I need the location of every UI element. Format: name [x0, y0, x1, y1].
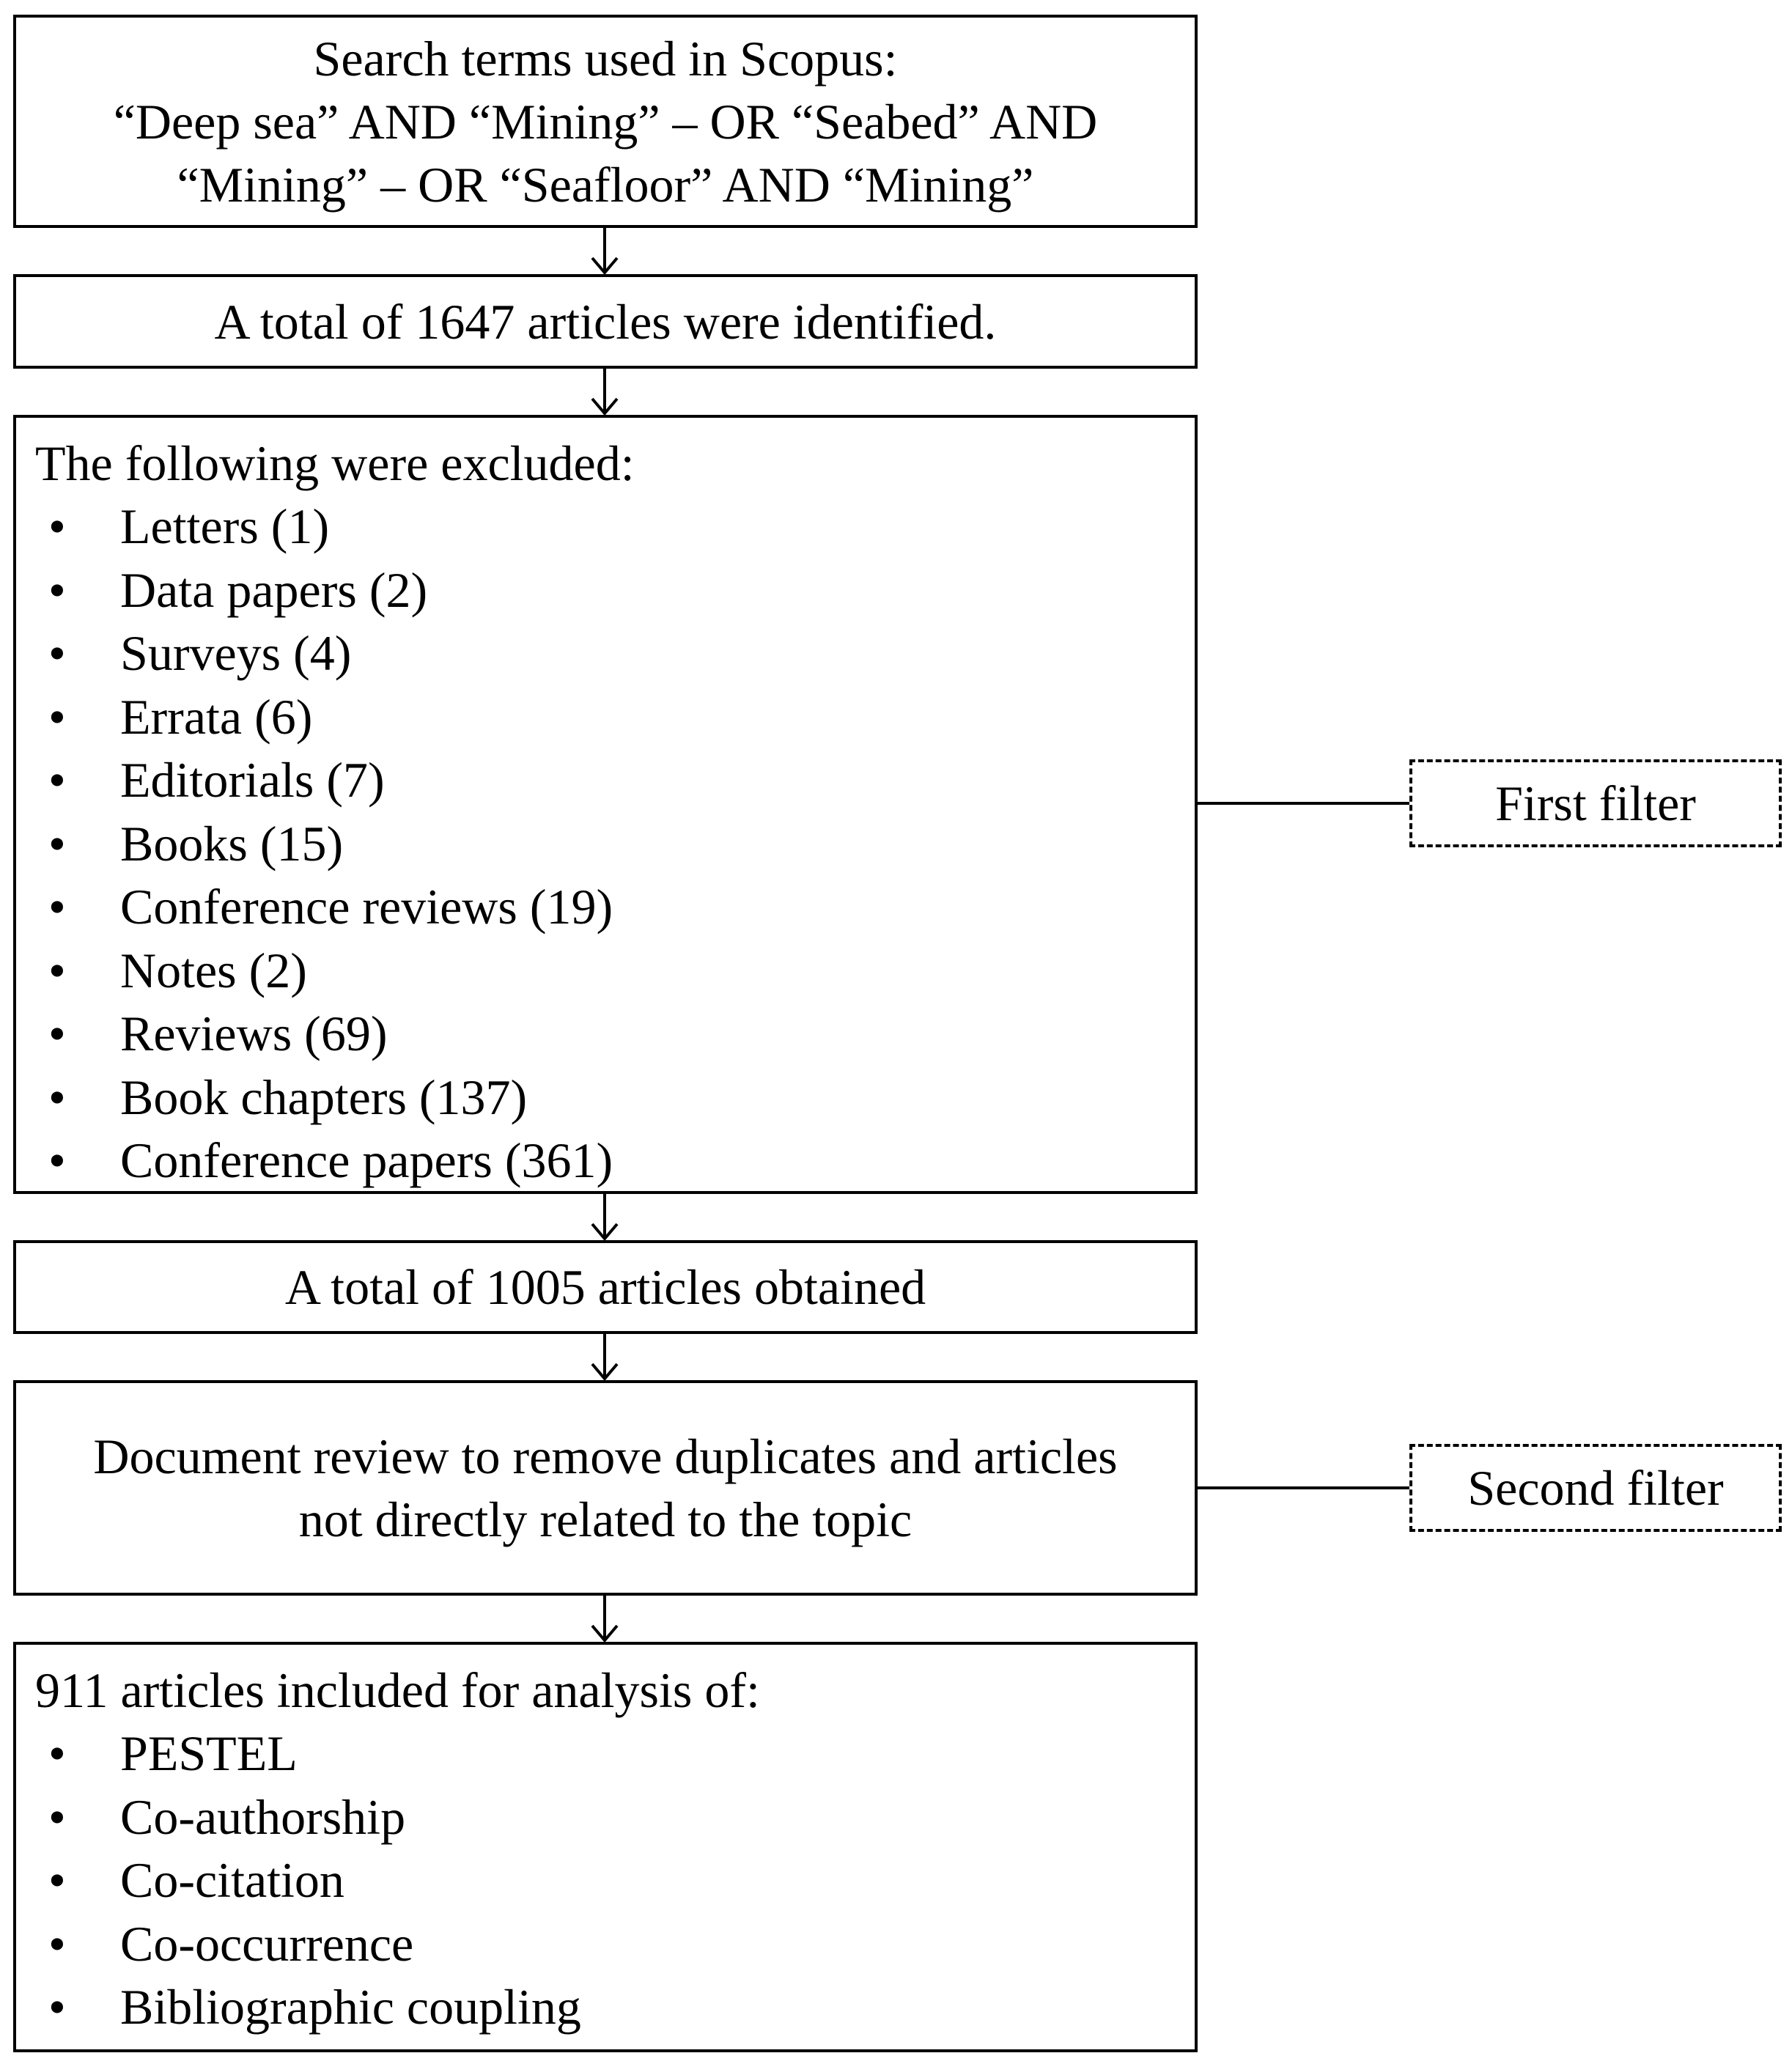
first-filter-label: First filter [1495, 775, 1696, 831]
excluded-box: The following were excluded: • Letters (1… [13, 415, 1198, 1194]
bullet-icon: • [48, 942, 66, 998]
list-item-label: Co-occurrence [120, 1915, 414, 1972]
list-item: • Notes (2) [35, 939, 1195, 1003]
review-line-1: Document review to remove duplicates and… [93, 1429, 1118, 1484]
list-item-label: Conference papers (361) [120, 1132, 613, 1188]
list-item: • Errata (6) [35, 685, 1195, 749]
included-list: • PESTEL • Co-authorship • Co-citation • Co-… [35, 1722, 1195, 2039]
bullet-icon: • [48, 752, 66, 808]
list-item-label: Conference reviews (19) [120, 879, 613, 935]
list-item: • PESTEL [35, 1722, 1195, 1785]
list-item: • Bibliographic coupling [35, 1975, 1195, 2039]
bullet-icon: • [48, 625, 66, 681]
list-item: • Book chapters (137) [35, 1066, 1195, 1129]
bullet-icon: • [48, 1006, 66, 1061]
list-item: • Data papers (2) [35, 559, 1195, 622]
included-title: 911 articles included for analysis of: [35, 1662, 760, 1718]
list-item: • Books (15) [35, 812, 1195, 876]
list-item-label: Reviews (69) [120, 1006, 388, 1061]
review-box: Document review to remove duplicates and… [13, 1380, 1198, 1596]
list-item-label: Co-citation [120, 1852, 344, 1908]
list-item-label: Errata (6) [120, 688, 313, 745]
list-item-label: PESTEL [120, 1725, 298, 1781]
list-item: • Letters (1) [35, 495, 1195, 559]
second-filter-box: Second filter [1409, 1444, 1782, 1532]
search-terms-line-3: “Mining” – OR “Seafloor” AND “Mining” [177, 156, 1034, 213]
list-item-label: Notes (2) [120, 942, 307, 998]
bullet-icon: • [48, 1852, 66, 1908]
first-filter-box: First filter [1409, 759, 1782, 847]
search-terms-box: Search terms used in Scopus: “Deep sea” … [13, 15, 1198, 228]
bullet-icon: • [48, 1132, 66, 1188]
bullet-icon: • [48, 1979, 66, 2035]
search-terms-line-2: “Deep sea” AND “Mining” – OR “Seabed” AN… [113, 93, 1098, 150]
list-item: • Co-authorship [35, 1785, 1195, 1849]
bullet-icon: • [48, 688, 66, 745]
list-item: • Co-occurrence [35, 1912, 1195, 1976]
search-terms-line-1: Search terms used in Scopus: [313, 30, 898, 86]
list-item: • Co-citation [35, 1849, 1195, 1912]
bullet-icon: • [48, 1915, 66, 1972]
bullet-icon: • [48, 561, 66, 618]
excluded-title: The following were excluded: [35, 435, 635, 491]
list-item-label: Bibliographic coupling [120, 1979, 581, 2035]
list-item-label: Books (15) [120, 815, 344, 871]
identified-text: A total of 1647 articles were identified… [214, 293, 997, 350]
list-item: • Reviews (69) [35, 1002, 1195, 1066]
list-item-label: Editorials (7) [120, 752, 385, 808]
second-filter-label: Second filter [1467, 1459, 1724, 1516]
list-item-label: Surveys (4) [120, 625, 352, 681]
included-box: 911 articles included for analysis of: •… [13, 1642, 1198, 2052]
excluded-list: • Letters (1) • Data papers (2) • Surveys (… [35, 495, 1195, 1193]
bullet-icon: • [48, 498, 66, 554]
bullet-icon: • [48, 1069, 66, 1125]
list-item-label: Book chapters (137) [120, 1069, 528, 1125]
list-item: • Conference reviews (19) [35, 875, 1195, 939]
identified-box: A total of 1647 articles were identified… [13, 274, 1198, 369]
bullet-icon: • [48, 815, 66, 871]
list-item: • Surveys (4) [35, 622, 1195, 685]
review-line-2: not directly related to the topic [298, 1492, 912, 1547]
obtained-text: A total of 1005 articles obtained [284, 1259, 926, 1315]
bullet-icon: • [48, 1725, 66, 1781]
list-item-label: Letters (1) [120, 498, 330, 554]
bullet-icon: • [48, 1788, 66, 1845]
obtained-box: A total of 1005 articles obtained [13, 1240, 1198, 1334]
bullet-icon: • [48, 879, 66, 935]
list-item: • Conference papers (361) [35, 1129, 1195, 1193]
list-item-label: Data papers (2) [120, 561, 428, 618]
list-item: • Editorials (7) [35, 748, 1195, 812]
list-item-label: Co-authorship [120, 1788, 406, 1845]
